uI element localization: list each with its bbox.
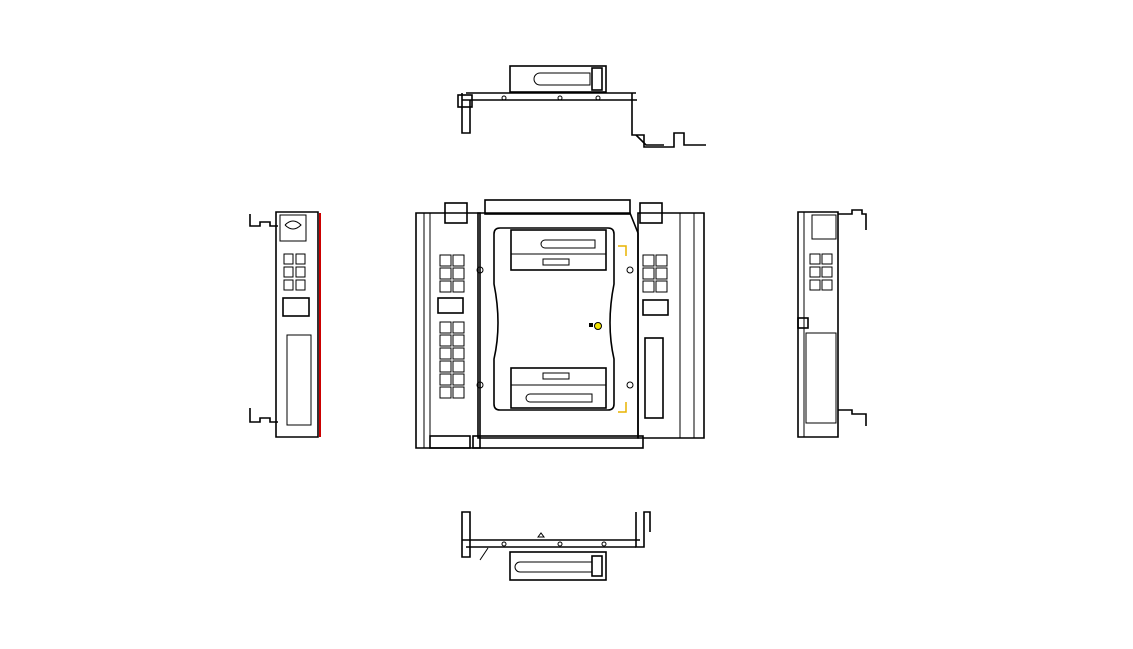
pin-cell (439, 334, 452, 347)
pin-cell (439, 321, 452, 334)
pin-cell (439, 360, 452, 373)
pin-cell (642, 267, 655, 280)
bottom-view (461, 511, 651, 581)
pin-cell (452, 267, 465, 280)
pin-cell (439, 373, 452, 386)
pin-cell (452, 334, 465, 347)
left-view (249, 211, 321, 438)
pin-cell (452, 254, 465, 267)
pin-cell (642, 280, 655, 293)
pin-cell (439, 267, 452, 280)
pin-cell (439, 280, 452, 293)
pin-cell (452, 347, 465, 360)
pin-cell (655, 254, 668, 267)
top-view (457, 65, 706, 148)
pin-cell (452, 321, 465, 334)
pin-cell (439, 386, 452, 399)
pin-cell (439, 254, 452, 267)
pin-cell (655, 267, 668, 280)
pin-cell (452, 373, 465, 386)
pin-cell (642, 254, 655, 267)
pin-cell (452, 360, 465, 373)
right-view (797, 209, 867, 438)
pin-cell (439, 347, 452, 360)
highlight-dot (594, 322, 602, 330)
pin-cell (655, 280, 668, 293)
pin-cell (452, 386, 465, 399)
pin-cell (452, 280, 465, 293)
front-view (415, 199, 705, 449)
